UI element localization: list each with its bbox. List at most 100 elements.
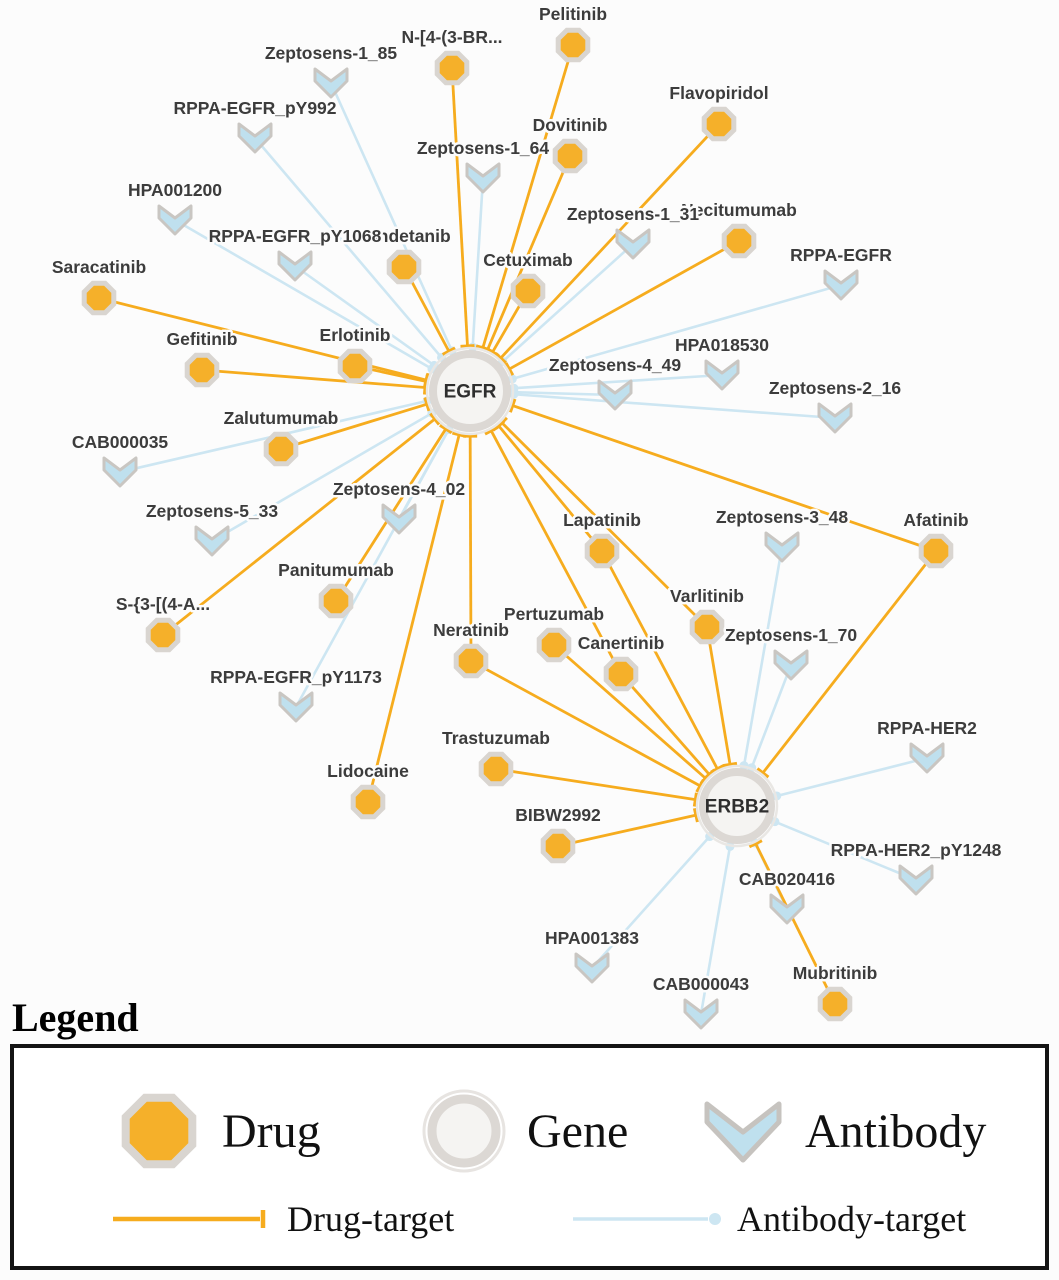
drug-edge-tee: [484, 425, 499, 436]
drug-target-edge: [499, 123, 721, 360]
legend-item-gene: Gene: [421, 1088, 701, 1174]
legend-item-drug-target: Drug-target: [110, 1198, 570, 1240]
drug-node: [386, 249, 422, 285]
antibody-target-edge: [591, 835, 711, 969]
drug-target-edge: [761, 550, 938, 774]
antibody-node-label: CAB000035: [72, 432, 169, 452]
antibody-node-label: CAB000043: [653, 974, 750, 994]
drug-node: [510, 273, 546, 309]
drug-node: [536, 627, 572, 663]
drug-node-label: Mubritinib: [793, 963, 878, 983]
antibody-target-edge: [329, 82, 454, 352]
antibody-node-label: Zeptosens-3_48: [716, 507, 849, 527]
drug-edge-tee: [441, 346, 456, 356]
antibody-node: [102, 456, 138, 488]
gene-node: [699, 768, 775, 844]
antibody-node-label: RPPA-EGFR_pY1068: [209, 226, 382, 246]
drug-target-edge: [705, 626, 732, 765]
drug-edge-tee: [508, 398, 517, 413]
drug-node: [701, 106, 737, 142]
drug-target-edge: [495, 767, 696, 802]
gene-node: [429, 350, 511, 432]
drug-node: [721, 223, 757, 259]
antibody-node: [769, 893, 805, 925]
drug-node-label: Afatinib: [903, 510, 968, 530]
drug-edge-tee: [429, 412, 441, 426]
antibody-node: [898, 864, 934, 896]
drug-node-label: Neratinib: [433, 620, 509, 640]
gene-node-outer-ring: [695, 764, 779, 848]
drug-node-label: Varlitinib: [670, 586, 744, 606]
drug-node-label: Gefitinib: [167, 329, 238, 349]
antibody-target-edge: [294, 428, 450, 708]
drug-edge-tee: [756, 767, 770, 779]
drug-target-edge: [481, 44, 575, 349]
drug-node: [318, 583, 354, 619]
drug-target-edge: [450, 67, 469, 347]
drug-node: [555, 27, 591, 63]
legend-item-drug: Drug: [116, 1088, 421, 1174]
antibody-node-label: HPA001383: [545, 928, 639, 948]
drug-node: [434, 50, 470, 86]
antibody-target-edge: [774, 820, 917, 882]
antibody-node: [157, 204, 193, 236]
drug-edge-tee: [692, 807, 700, 823]
antibody-node-label: RPPA-EGFR_pY992: [173, 98, 336, 118]
legend-node-row: Drug Gene Antibody: [116, 1088, 1045, 1174]
legend-title: Legend: [12, 995, 139, 1040]
antibody-node: [773, 649, 809, 681]
drug-target-edge: [512, 404, 937, 553]
antibody-target-edge: [513, 392, 836, 420]
antibody-target-edge: [174, 218, 433, 371]
drug-node-label: Lidocaine: [327, 761, 409, 781]
drug-node: [552, 138, 588, 174]
antibody-target-edge: [294, 264, 435, 367]
drug-node-label: Canertinib: [578, 633, 665, 653]
legend-item-antibody: Antibody: [701, 1094, 986, 1168]
antibody-target-edge-icon: [573, 1213, 721, 1225]
antibody-target-edge: [254, 137, 443, 359]
drug-node-icon: [121, 1093, 197, 1169]
drug-node-label: BIBW2992: [515, 805, 601, 825]
antibody-node: [683, 998, 719, 1030]
antibody-target-edge: [211, 411, 433, 543]
drug-edge-tee: [504, 362, 515, 376]
legend-label-antibody-target: Antibody-target: [737, 1199, 967, 1239]
drug-node: [81, 280, 117, 316]
antibody-node-label: RPPA-HER2_pY1248: [831, 840, 1002, 860]
drug-node: [184, 352, 220, 388]
drug-node: [350, 784, 386, 820]
antibody-node-label: RPPA-EGFR_pY1173: [210, 667, 382, 687]
antibody-node-label: RPPA-HER2: [877, 718, 977, 738]
label-layer: PelitinibN-[4-(3-BR...FlavopiridolDoviti…: [49, 2, 1004, 997]
legend-label-antibody: Antibody: [805, 1104, 987, 1158]
antibody-node-label: RPPA-EGFR: [790, 245, 892, 265]
legend-label-drug: Drug: [222, 1104, 321, 1158]
legend-item-antibody-target: Antibody-target: [570, 1198, 966, 1240]
drug-node: [263, 431, 299, 467]
drug-edge-tee: [460, 344, 475, 349]
antibody-node: [764, 531, 800, 563]
antibody-node-label: Zeptosens-5_33: [146, 501, 279, 521]
antibody-node: [237, 122, 273, 154]
drug-edge-tee: [439, 423, 453, 435]
drug-target-edge: [500, 421, 708, 628]
antibody-node-label: Zeptosens-1_64: [417, 138, 550, 158]
drug-edge-tee: [692, 792, 699, 807]
drug-node-label: Vandetanib: [357, 226, 450, 246]
drug-node-label: Zalutumumab: [224, 408, 339, 428]
drug-node-label: Trastuzumab: [442, 728, 550, 748]
antibody-target-edge: [699, 846, 732, 1015]
gene-node-icon: [422, 1089, 506, 1173]
drug-node: [918, 533, 954, 569]
drug-target-edge: [619, 673, 711, 776]
antibody-target-edge: [513, 373, 723, 390]
drug-edge-tee: [699, 771, 712, 785]
legend-box: Drug Gene Antibody: [10, 1044, 1049, 1270]
drug-node-label: Pertuzumab: [504, 604, 604, 624]
drug-node-label: Lapatinib: [563, 510, 641, 530]
drug-node-label: Erlotinib: [320, 325, 391, 345]
drug-node: [478, 751, 514, 787]
drug-edge-tee: [722, 761, 738, 768]
antibody-node: [615, 228, 651, 260]
